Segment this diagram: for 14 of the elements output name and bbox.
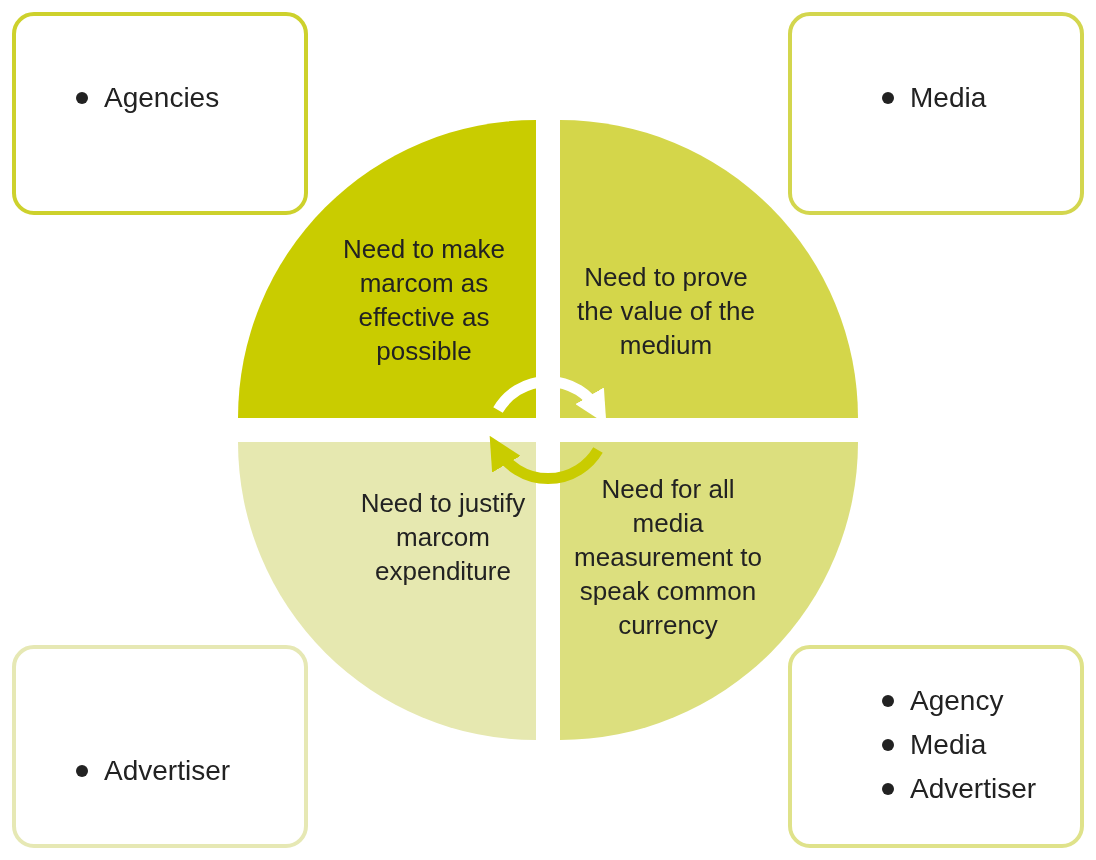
rounded-box — [12, 12, 308, 215]
list-item: Media — [910, 81, 987, 115]
rounded-box — [788, 12, 1084, 215]
list-item: Advertiser — [910, 772, 1037, 806]
rounded-box — [12, 645, 308, 848]
segment-text: Need to prove the value of the medium — [576, 261, 756, 362]
list-item: Agencies — [104, 81, 220, 115]
segment-text: Need to justify marcom expenditure — [359, 487, 527, 588]
list-item: Media — [910, 728, 987, 762]
rounded-box — [788, 645, 1084, 848]
segment-text: Need for all media measurement to speak common currency — [573, 473, 763, 642]
list-item: Agency — [910, 684, 1004, 718]
segment-text: Need to make marcom as effective as possible — [342, 233, 506, 368]
list-item: Advertiser — [104, 754, 231, 788]
